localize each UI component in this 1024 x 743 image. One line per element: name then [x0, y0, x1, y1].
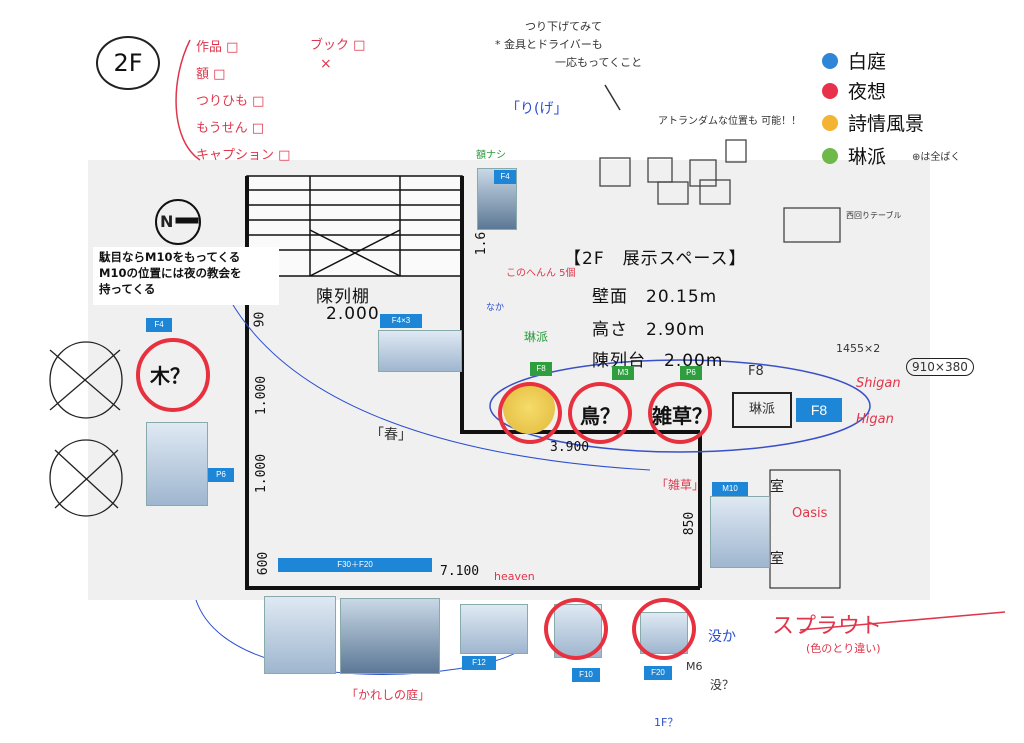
plan-shelf-size: 2.000 — [326, 304, 380, 324]
circled-mark — [544, 598, 608, 660]
note-nai2: 没？ — [710, 678, 735, 692]
legend-dot-icon — [822, 82, 838, 99]
note-heaven: heaven — [494, 570, 535, 583]
note-m6: M6 — [686, 660, 703, 673]
note-sprout: スプラウト — [772, 614, 883, 639]
note-kaze: 「春」 — [370, 427, 412, 443]
size-tag: P6 — [208, 468, 234, 482]
checklist-item: つりひも □ — [196, 94, 265, 109]
note-ryuha: 琳派 — [524, 330, 549, 344]
dim-600: 600 — [256, 551, 272, 576]
note-f13: 1F？ — [654, 716, 679, 729]
circled-mark — [498, 382, 562, 444]
checklist-item: もうせん □ — [196, 121, 265, 136]
room-label: 室 — [770, 479, 784, 495]
size-tag: F4 — [146, 318, 172, 332]
circled-mark-label: 鳥？ — [580, 404, 620, 428]
artwork-thumbnail — [460, 604, 528, 654]
note-nai: 没か — [708, 629, 736, 645]
legend-dot-icon — [822, 52, 838, 69]
size-tag: M10 — [712, 482, 748, 496]
size-tag: F20 — [644, 666, 672, 680]
note-gakunashi: 額ナシ — [476, 150, 506, 161]
note-higan: Higan — [856, 412, 894, 427]
artwork-thumbnail — [378, 330, 462, 372]
size-tag: P6 — [680, 366, 702, 380]
note-garden: 「かれしの庭」 — [346, 688, 431, 702]
dim-1000b: 1.000 — [254, 453, 270, 494]
note-kono: このへんん 5個 — [506, 268, 576, 279]
floor-label: 2F — [96, 36, 160, 90]
circled-mark — [648, 382, 712, 444]
artwork-thumbnail — [340, 598, 440, 674]
checklist-item: キャプション □ — [196, 148, 291, 163]
size-tag: F10 — [572, 668, 600, 682]
legend-dot-icon — [822, 147, 838, 164]
size-tag: F8 — [530, 362, 552, 376]
size-tag: F4×3 — [380, 314, 422, 328]
size-tag: F12 — [462, 656, 496, 670]
dim-850: 850 — [682, 511, 698, 536]
artwork-thumbnail — [264, 596, 336, 674]
plan-title: 【2F 展示スペース】 — [564, 249, 747, 269]
note-western: 西回りテーブル — [846, 211, 902, 220]
note-sizes: 910×380 — [906, 358, 974, 376]
checklist-item: 作品 □ — [196, 40, 239, 55]
dim-7100: 7.100 — [440, 564, 480, 579]
staircase — [246, 175, 463, 277]
legend-item: 白庭 — [822, 47, 886, 74]
legend-item: 夜想 — [822, 77, 886, 104]
size-tag: M3 — [612, 366, 634, 380]
attention-note: アトランダムな位置も 可能！！ — [658, 116, 802, 127]
note-ri: 「り(げ」 — [506, 101, 568, 117]
circled-mark — [568, 382, 632, 444]
plan-height: 高さ 2.90m — [592, 320, 706, 340]
size-tag: F8 — [796, 398, 842, 422]
note-f8-side: F8 — [748, 364, 764, 379]
dim-16: 1.6 — [474, 231, 490, 256]
note-shigan: Shigan — [856, 376, 901, 391]
size-tag: F4 — [494, 170, 516, 184]
artwork-thumbnail — [146, 422, 208, 506]
note-sprout-sub: (色のとり違い) — [806, 642, 881, 655]
instruction-note: 駄目ならM10をもってくる M10の位置には夜の教会を 持ってくる — [93, 247, 279, 305]
checklist-item: 額 □ — [196, 67, 226, 82]
plan-wall-length: 壁面 20.15m — [592, 287, 718, 307]
note-hatsu: 「雑草」 — [656, 478, 705, 492]
handwritten-boxes — [599, 139, 841, 243]
legend-item: 琳派 — [822, 142, 886, 169]
circled-mark — [632, 598, 696, 660]
checklist-extra: ブック □ — [310, 38, 366, 53]
north-arrow — [155, 199, 201, 245]
legend-item: 詩情風景 — [822, 109, 924, 136]
size-tag: F30＋F20 — [278, 558, 432, 572]
rinpa-box: 琳派 — [732, 392, 792, 428]
north-label: N — [160, 212, 174, 231]
note-size2: 1455×2 — [836, 342, 881, 355]
note-oasis: Oasis — [792, 506, 828, 521]
legend-note: ⊕は全ばく — [912, 152, 961, 163]
plan-shelf: 陳列棚 — [316, 287, 370, 307]
checklist: 作品 □ 額 □ つりひも □ もうせん □ キャプション □ — [196, 34, 290, 169]
top-note: つり下げてみて * 金具とドライバーも 一応もってくこと — [495, 20, 643, 69]
floor-plan-background — [88, 160, 930, 600]
dim-1000a: 1.000 — [254, 375, 270, 416]
circled-mark — [136, 338, 210, 412]
note-kon: なか — [486, 303, 505, 313]
dim-90: 90 — [252, 311, 268, 328]
circled-mark-label: 木？ — [150, 364, 190, 388]
legend-dot-icon — [822, 114, 838, 131]
artwork-thumbnail — [710, 496, 770, 568]
display-table-outline — [489, 359, 871, 453]
circled-mark-label: 雑草？ — [652, 404, 712, 428]
checklist-extra-mark: × — [320, 56, 332, 72]
room-label: 室 — [770, 551, 784, 567]
dim-3900: 3.900 — [550, 440, 590, 455]
